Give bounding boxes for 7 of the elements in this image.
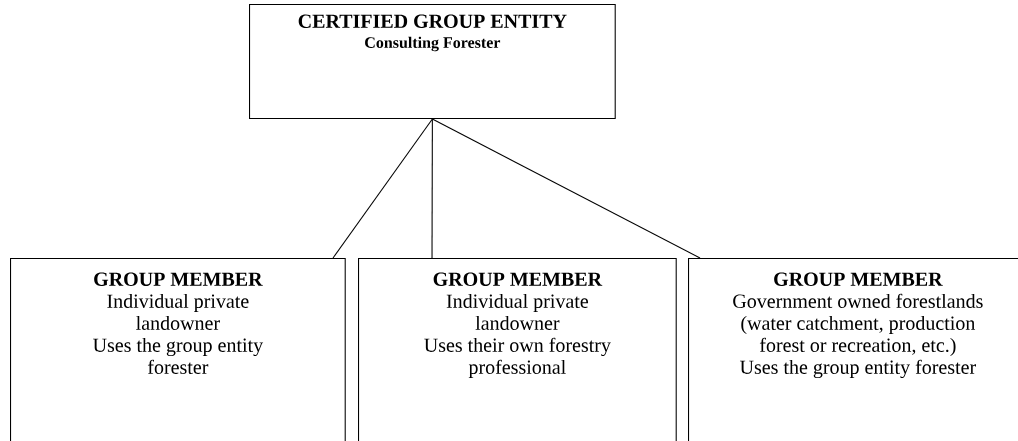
connector-line bbox=[431, 118, 433, 259]
member-box: GROUP MEMBER Individual private landowner Uses their own forestry professional bbox=[358, 258, 677, 441]
entity-box: CERTIFIED GROUP ENTITY Consulting Forester bbox=[249, 4, 616, 120]
member-box: GROUP MEMBER Government owned forestlands (water catchment, production forest or recreation, etc.) Uses the group entity forester bbox=[688, 258, 1018, 441]
connector-line bbox=[431, 118, 701, 259]
member-box: GROUP MEMBER Individual private landowner Uses the group entity forester bbox=[10, 258, 346, 441]
connector-line bbox=[332, 118, 433, 259]
